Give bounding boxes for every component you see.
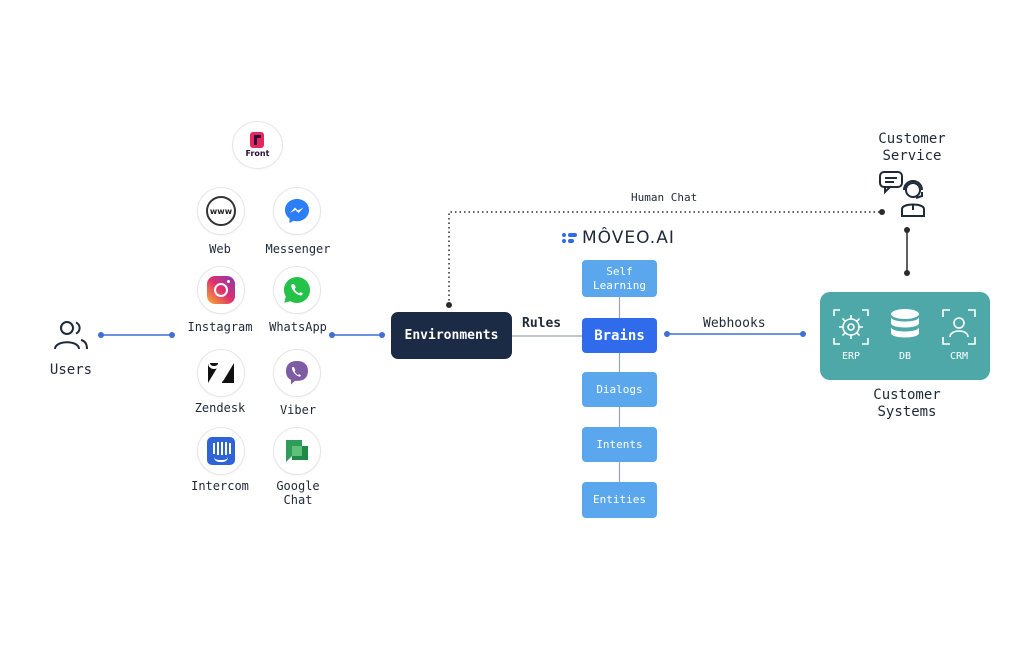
channel-instagram-label: Instagram (187, 320, 253, 334)
channel-whatsapp[interactable] (273, 266, 321, 314)
erp-icon (833, 309, 869, 345)
erp-item[interactable]: ERP (826, 308, 876, 362)
intercom-icon (207, 437, 235, 465)
front-logo-text: Front (245, 149, 270, 158)
channel-messenger-label: Messenger (265, 242, 331, 256)
channel-whatsapp-label: WhatsApp (269, 320, 327, 334)
brains-node[interactable]: Brains (582, 318, 657, 353)
users-label: Users (49, 362, 93, 378)
dialogs-box[interactable]: Dialogs (582, 372, 657, 407)
channel-web[interactable]: www (197, 187, 245, 235)
moveo-logo-icon (562, 232, 578, 244)
messenger-icon (285, 199, 309, 223)
customer-systems-panel[interactable]: ERP DB CRM (820, 292, 990, 380)
db-item[interactable]: DB (880, 308, 930, 362)
moveo-logo (562, 232, 582, 248)
viber-icon (286, 361, 308, 385)
erp-label: ERP (841, 351, 861, 362)
users-icon (52, 318, 90, 352)
whatsapp-icon (284, 277, 310, 303)
channel-zendesk-label: Zendesk (194, 401, 246, 415)
channel-front[interactable]: Front (232, 121, 283, 169)
channel-viber[interactable] (273, 349, 321, 397)
channel-viber-label: Viber (279, 403, 317, 417)
front-logo-icon (250, 132, 265, 148)
db-icon (891, 309, 919, 338)
db-label: DB (898, 351, 912, 362)
customer-service-label: Customer Service (878, 131, 946, 164)
moveo-logo-text: MÔVEO.AI (582, 228, 675, 248)
human-chat-label: Human Chat (631, 191, 698, 204)
customer-systems-label: Customer Systems (873, 387, 941, 420)
webhooks-label: Webhooks (703, 316, 766, 331)
channel-google-chat-label: Google Chat (276, 479, 320, 507)
entities-box[interactable]: Entities (582, 482, 657, 518)
instagram-icon (207, 276, 235, 304)
crm-icon (942, 309, 976, 345)
web-icon: www (206, 196, 236, 226)
crm-item[interactable]: CRM (934, 308, 984, 362)
zendesk-icon (208, 363, 234, 383)
channel-instagram[interactable] (197, 266, 245, 314)
crm-label: CRM (949, 351, 969, 362)
intents-box[interactable]: Intents (582, 427, 657, 462)
customer-service-icon (878, 170, 928, 218)
environments-node[interactable]: Environments (391, 312, 512, 359)
channel-messenger[interactable] (273, 187, 321, 235)
channel-intercom-label: Intercom (191, 479, 249, 493)
self-learning-box[interactable]: Self Learning (582, 260, 657, 297)
users-node: Users (40, 318, 102, 378)
channel-intercom[interactable] (197, 427, 245, 475)
google-chat-icon (286, 440, 308, 462)
rules-label: Rules (522, 316, 562, 331)
channel-zendesk[interactable] (197, 349, 245, 397)
channel-web-label: Web (209, 242, 231, 256)
channel-google-chat[interactable] (273, 427, 321, 475)
